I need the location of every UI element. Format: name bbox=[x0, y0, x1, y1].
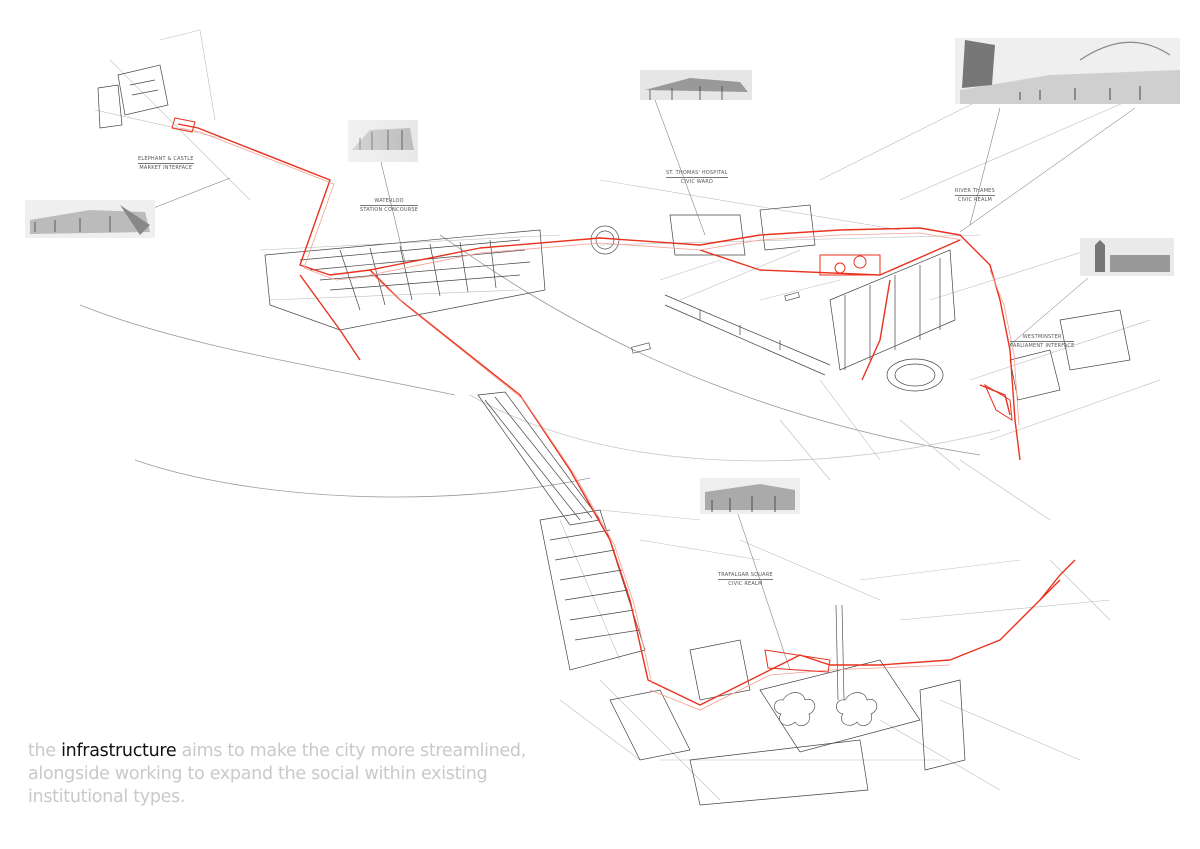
photo-westminster bbox=[1080, 238, 1174, 276]
label-elephant-castle: ELEPHANT & CASTLE MARKET INTERFACE bbox=[138, 156, 194, 171]
caption-line-2: alongside working to expand the social w… bbox=[28, 764, 488, 784]
leader-lines bbox=[127, 99, 1136, 671]
caption-text: the infrastructure aims to make the city… bbox=[28, 740, 588, 809]
label-westminster: WESTMINSTER PARLIAMENT INTERFACE bbox=[1010, 334, 1075, 349]
caption-prefix: the bbox=[28, 741, 62, 761]
photo-waterloo bbox=[348, 120, 418, 162]
red-structures bbox=[171, 117, 1013, 673]
photo-elephant bbox=[25, 200, 155, 238]
river-outline bbox=[79, 234, 1001, 498]
caption-line-1: the infrastructure aims to make the city… bbox=[28, 740, 588, 763]
red-route bbox=[177, 123, 1076, 706]
label-trafalgar-square: TRAFALGAR SQUARE CIVIC REALM bbox=[718, 572, 773, 587]
caption-highlight: infrastructure bbox=[61, 741, 177, 761]
photo-trafalgar bbox=[700, 478, 800, 514]
red-route-secondary bbox=[179, 127, 1020, 711]
label-river-thames: RIVER THAMES CIVIC REALM bbox=[955, 188, 995, 203]
label-st-thomas: ST. THOMAS' HOSPITAL CIVIC WARD bbox=[666, 170, 728, 185]
photo-riverthames bbox=[955, 38, 1180, 104]
street-linework bbox=[94, 29, 1161, 801]
label-waterloo: WATERLOO STATION CONCOURSE bbox=[360, 198, 419, 213]
caption-line-3: institutional types. bbox=[28, 787, 186, 807]
caption-line-1-rest: aims to make the city more streamlined, bbox=[176, 741, 527, 761]
plaza-shapes bbox=[590, 225, 878, 726]
photo-stthomas bbox=[640, 70, 752, 100]
